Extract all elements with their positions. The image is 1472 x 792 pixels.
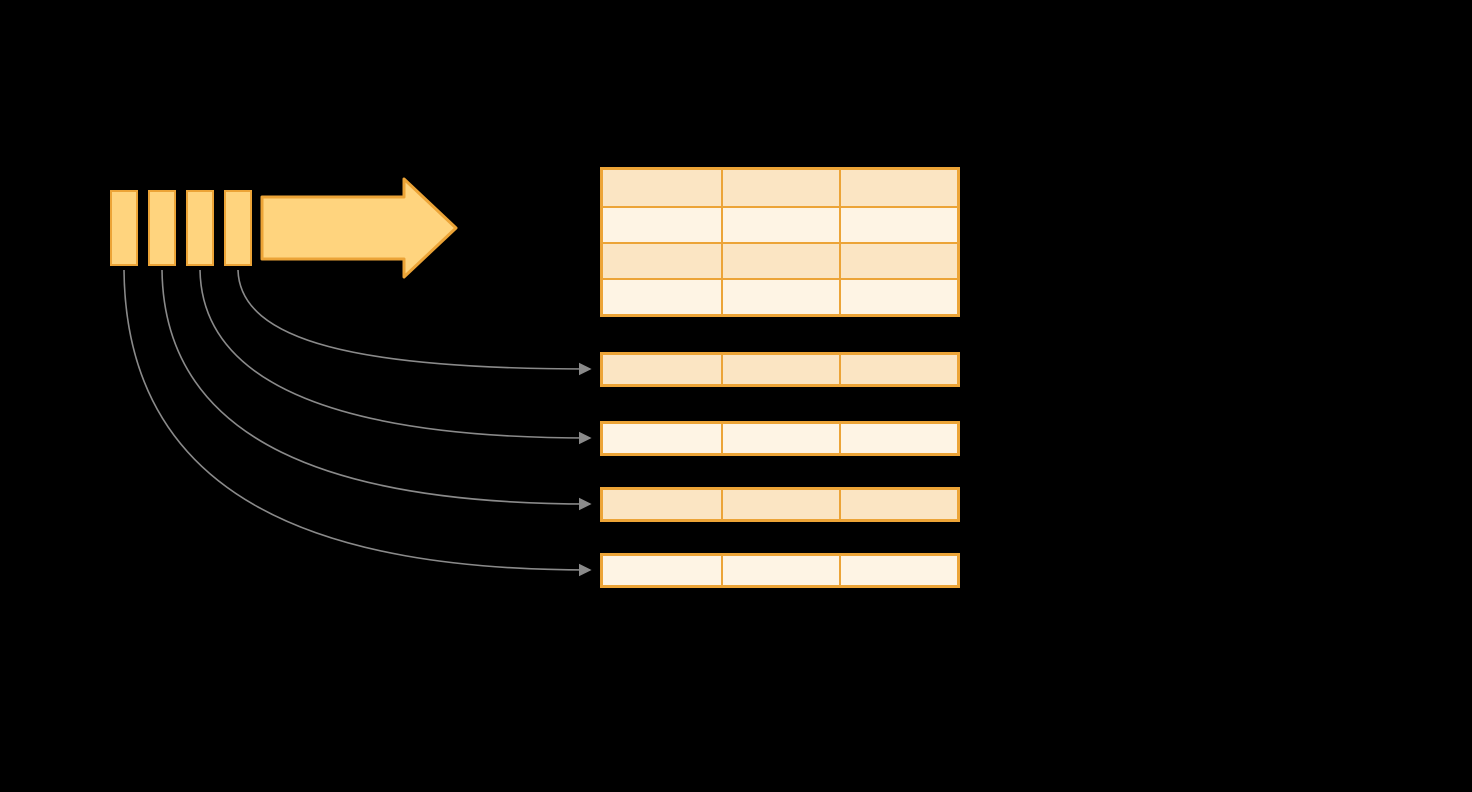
table-cell <box>721 170 839 206</box>
table-cell <box>839 355 957 384</box>
connector-arrow-2 <box>199 269 592 445</box>
table-row <box>603 206 957 242</box>
table-cell <box>839 424 957 453</box>
table-cell <box>603 424 721 453</box>
table-row <box>603 278 957 314</box>
table-row <box>603 490 957 519</box>
table-cell <box>721 556 839 585</box>
table-row <box>603 242 957 278</box>
table-cell <box>839 170 957 206</box>
table-cell <box>603 208 721 242</box>
main-table <box>600 167 960 317</box>
table-cell <box>603 280 721 314</box>
table-cell <box>839 490 957 519</box>
table-cell <box>603 556 721 585</box>
input-bars-group <box>110 190 252 266</box>
input-bar <box>110 190 138 266</box>
row-table-1 <box>600 352 960 387</box>
table-row <box>603 355 957 384</box>
flow-arrow-icon <box>260 177 458 279</box>
input-bar <box>186 190 214 266</box>
table-cell <box>839 556 957 585</box>
table-cell <box>721 244 839 278</box>
table-cell <box>721 490 839 519</box>
row-table-2 <box>600 421 960 456</box>
table-cell <box>839 208 957 242</box>
table-row <box>603 170 957 206</box>
table-cell <box>839 244 957 278</box>
table-cell <box>603 170 721 206</box>
table-cell <box>721 280 839 314</box>
table-cell <box>721 424 839 453</box>
table-cell <box>603 355 721 384</box>
table-cell <box>603 244 721 278</box>
table-cell <box>603 490 721 519</box>
connector-arrow-1 <box>237 269 592 376</box>
connector-arrow-4 <box>123 269 592 577</box>
connector-arrow-3 <box>161 269 592 511</box>
table-row <box>603 556 957 585</box>
table-cell <box>721 355 839 384</box>
table-cell <box>721 208 839 242</box>
table-cell <box>839 280 957 314</box>
table-row <box>603 424 957 453</box>
input-bar <box>224 190 252 266</box>
row-table-3 <box>600 487 960 522</box>
input-bar <box>148 190 176 266</box>
row-table-4 <box>600 553 960 588</box>
